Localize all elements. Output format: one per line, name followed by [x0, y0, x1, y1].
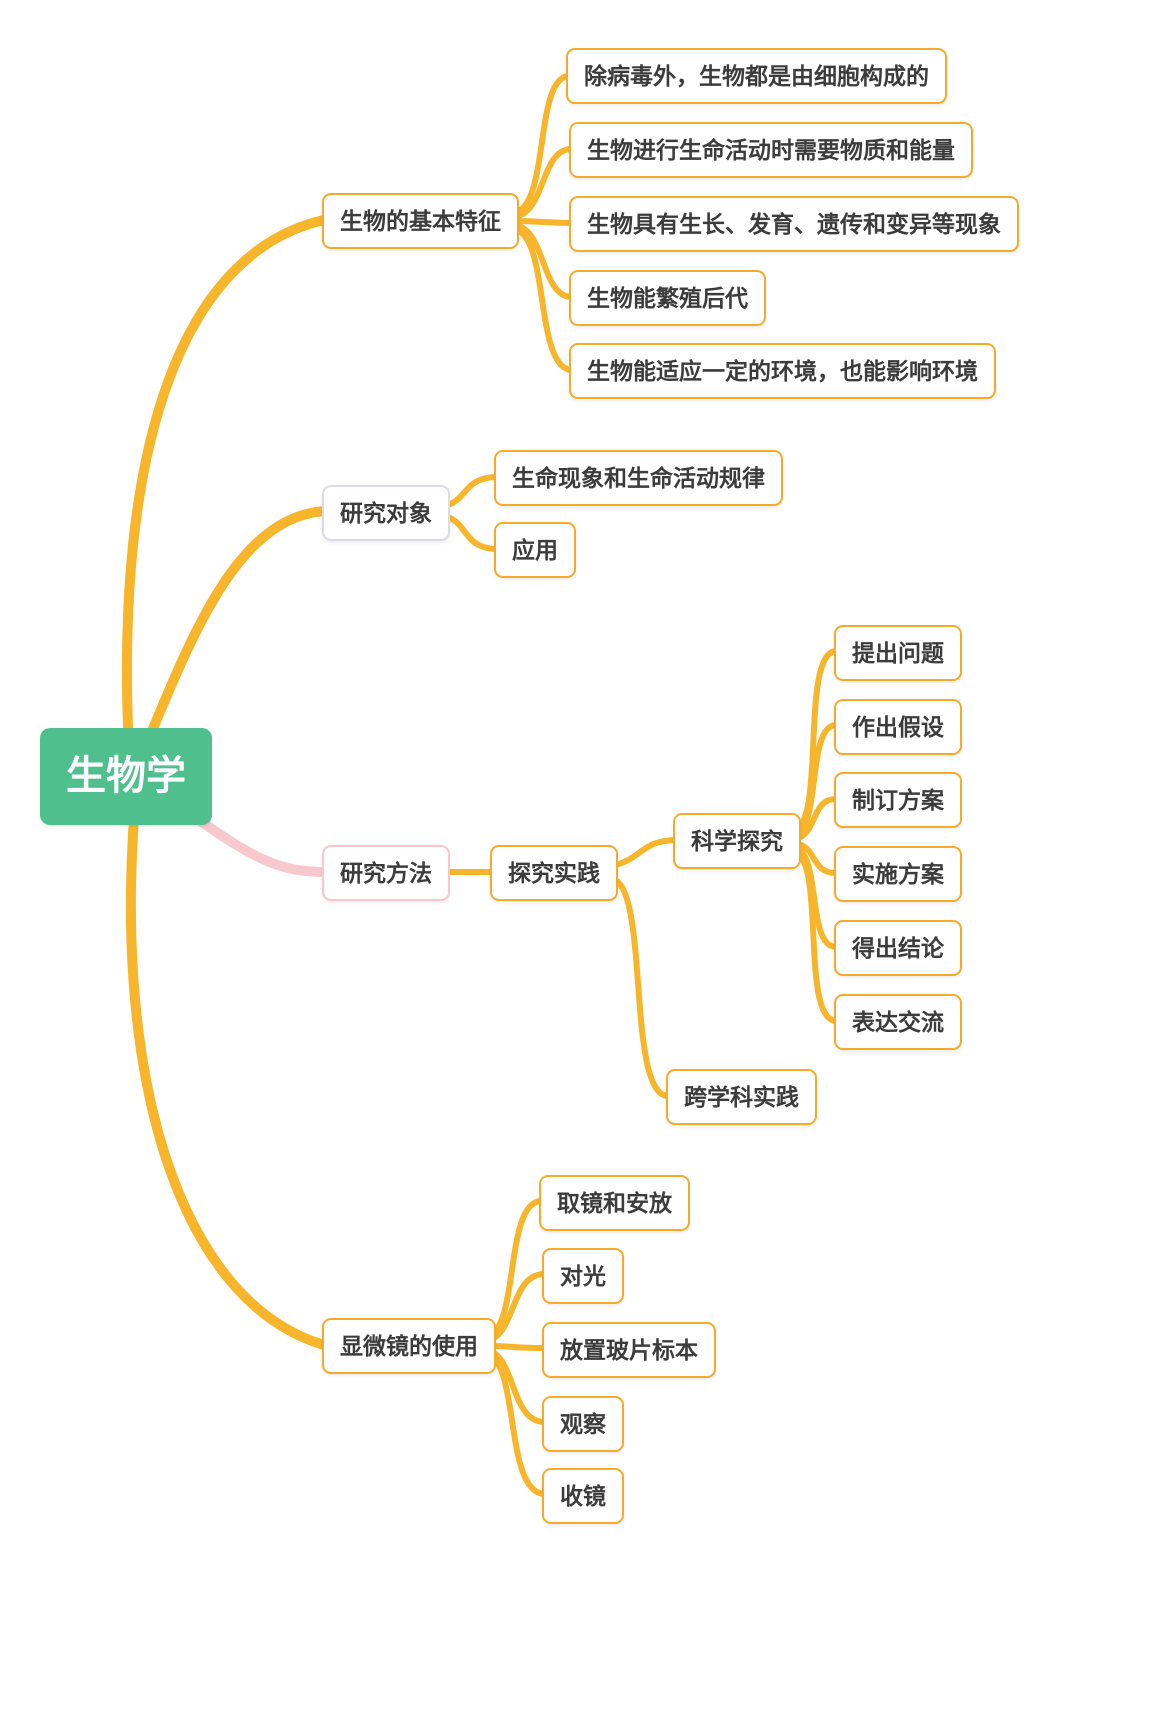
link-si-make-hypothesis [791, 722, 839, 838]
node-take-and-place[interactable]: 取镜和安放 [539, 1175, 690, 1232]
node-interdisciplinary-practice[interactable]: 跨学科实践 [666, 1069, 817, 1126]
node-root-biology[interactable]: 生物学 [40, 728, 212, 825]
node-microscope-use[interactable]: 显微镜的使用 [322, 1318, 496, 1375]
node-char-growth[interactable]: 生物具有生长、发育、遗传和变异等现象 [569, 196, 1019, 253]
node-char-matter-energy[interactable]: 生物进行生命活动时需要物质和能量 [569, 122, 973, 179]
link-root-microscope-use [125, 800, 329, 1350]
link-si-express-communicate [791, 848, 839, 1024]
link-basic-char-growth [511, 218, 574, 226]
node-application[interactable]: 应用 [494, 522, 576, 579]
link-basic-char-matter-energy [511, 146, 574, 220]
node-observe[interactable]: 观察 [542, 1396, 624, 1453]
link-ro-application [440, 513, 499, 552]
link-ip-interdisciplinary [609, 876, 671, 1099]
node-make-hypothesis[interactable]: 作出假设 [834, 699, 962, 756]
node-basic-characteristics[interactable]: 生物的基本特征 [322, 193, 519, 250]
link-root-research-object [135, 506, 329, 765]
node-express-communicate[interactable]: 表达交流 [834, 994, 962, 1051]
node-char-cells[interactable]: 除病毒外，生物都是由细胞构成的 [566, 48, 947, 105]
link-basic-char-reproduction [511, 222, 574, 300]
link-mu-put-away [484, 1351, 547, 1497]
link-ip-scientific-inquiry [609, 837, 679, 869]
node-char-reproduction[interactable]: 生物能繁殖后代 [569, 270, 766, 327]
node-make-plan[interactable]: 制订方案 [834, 772, 962, 829]
link-basic-char-cells [511, 73, 571, 216]
node-life-phenomena[interactable]: 生命现象和生命活动规律 [494, 450, 783, 507]
link-root-basic-characteristics [122, 215, 329, 775]
node-char-environment[interactable]: 生物能适应一定的环境，也能影响环境 [569, 343, 996, 400]
link-mu-take-place [484, 1198, 544, 1340]
node-research-object[interactable]: 研究对象 [322, 485, 450, 542]
node-inquiry-practice[interactable]: 探究实践 [490, 845, 618, 902]
node-implement-plan[interactable]: 实施方案 [834, 846, 962, 903]
node-put-away[interactable]: 收镜 [542, 1468, 624, 1525]
node-align-light[interactable]: 对光 [542, 1248, 624, 1305]
node-scientific-inquiry[interactable]: 科学探究 [673, 813, 801, 870]
node-raise-question[interactable]: 提出问题 [834, 625, 962, 682]
link-si-draw-conclusion [791, 844, 839, 950]
link-ro-life-phenomena [440, 474, 499, 509]
node-research-method[interactable]: 研究方法 [322, 845, 450, 902]
link-basic-char-environment [511, 226, 574, 373]
node-draw-conclusion[interactable]: 得出结论 [834, 920, 962, 977]
node-place-slide[interactable]: 放置玻片标本 [542, 1322, 716, 1379]
link-si-raise-question [791, 648, 839, 834]
